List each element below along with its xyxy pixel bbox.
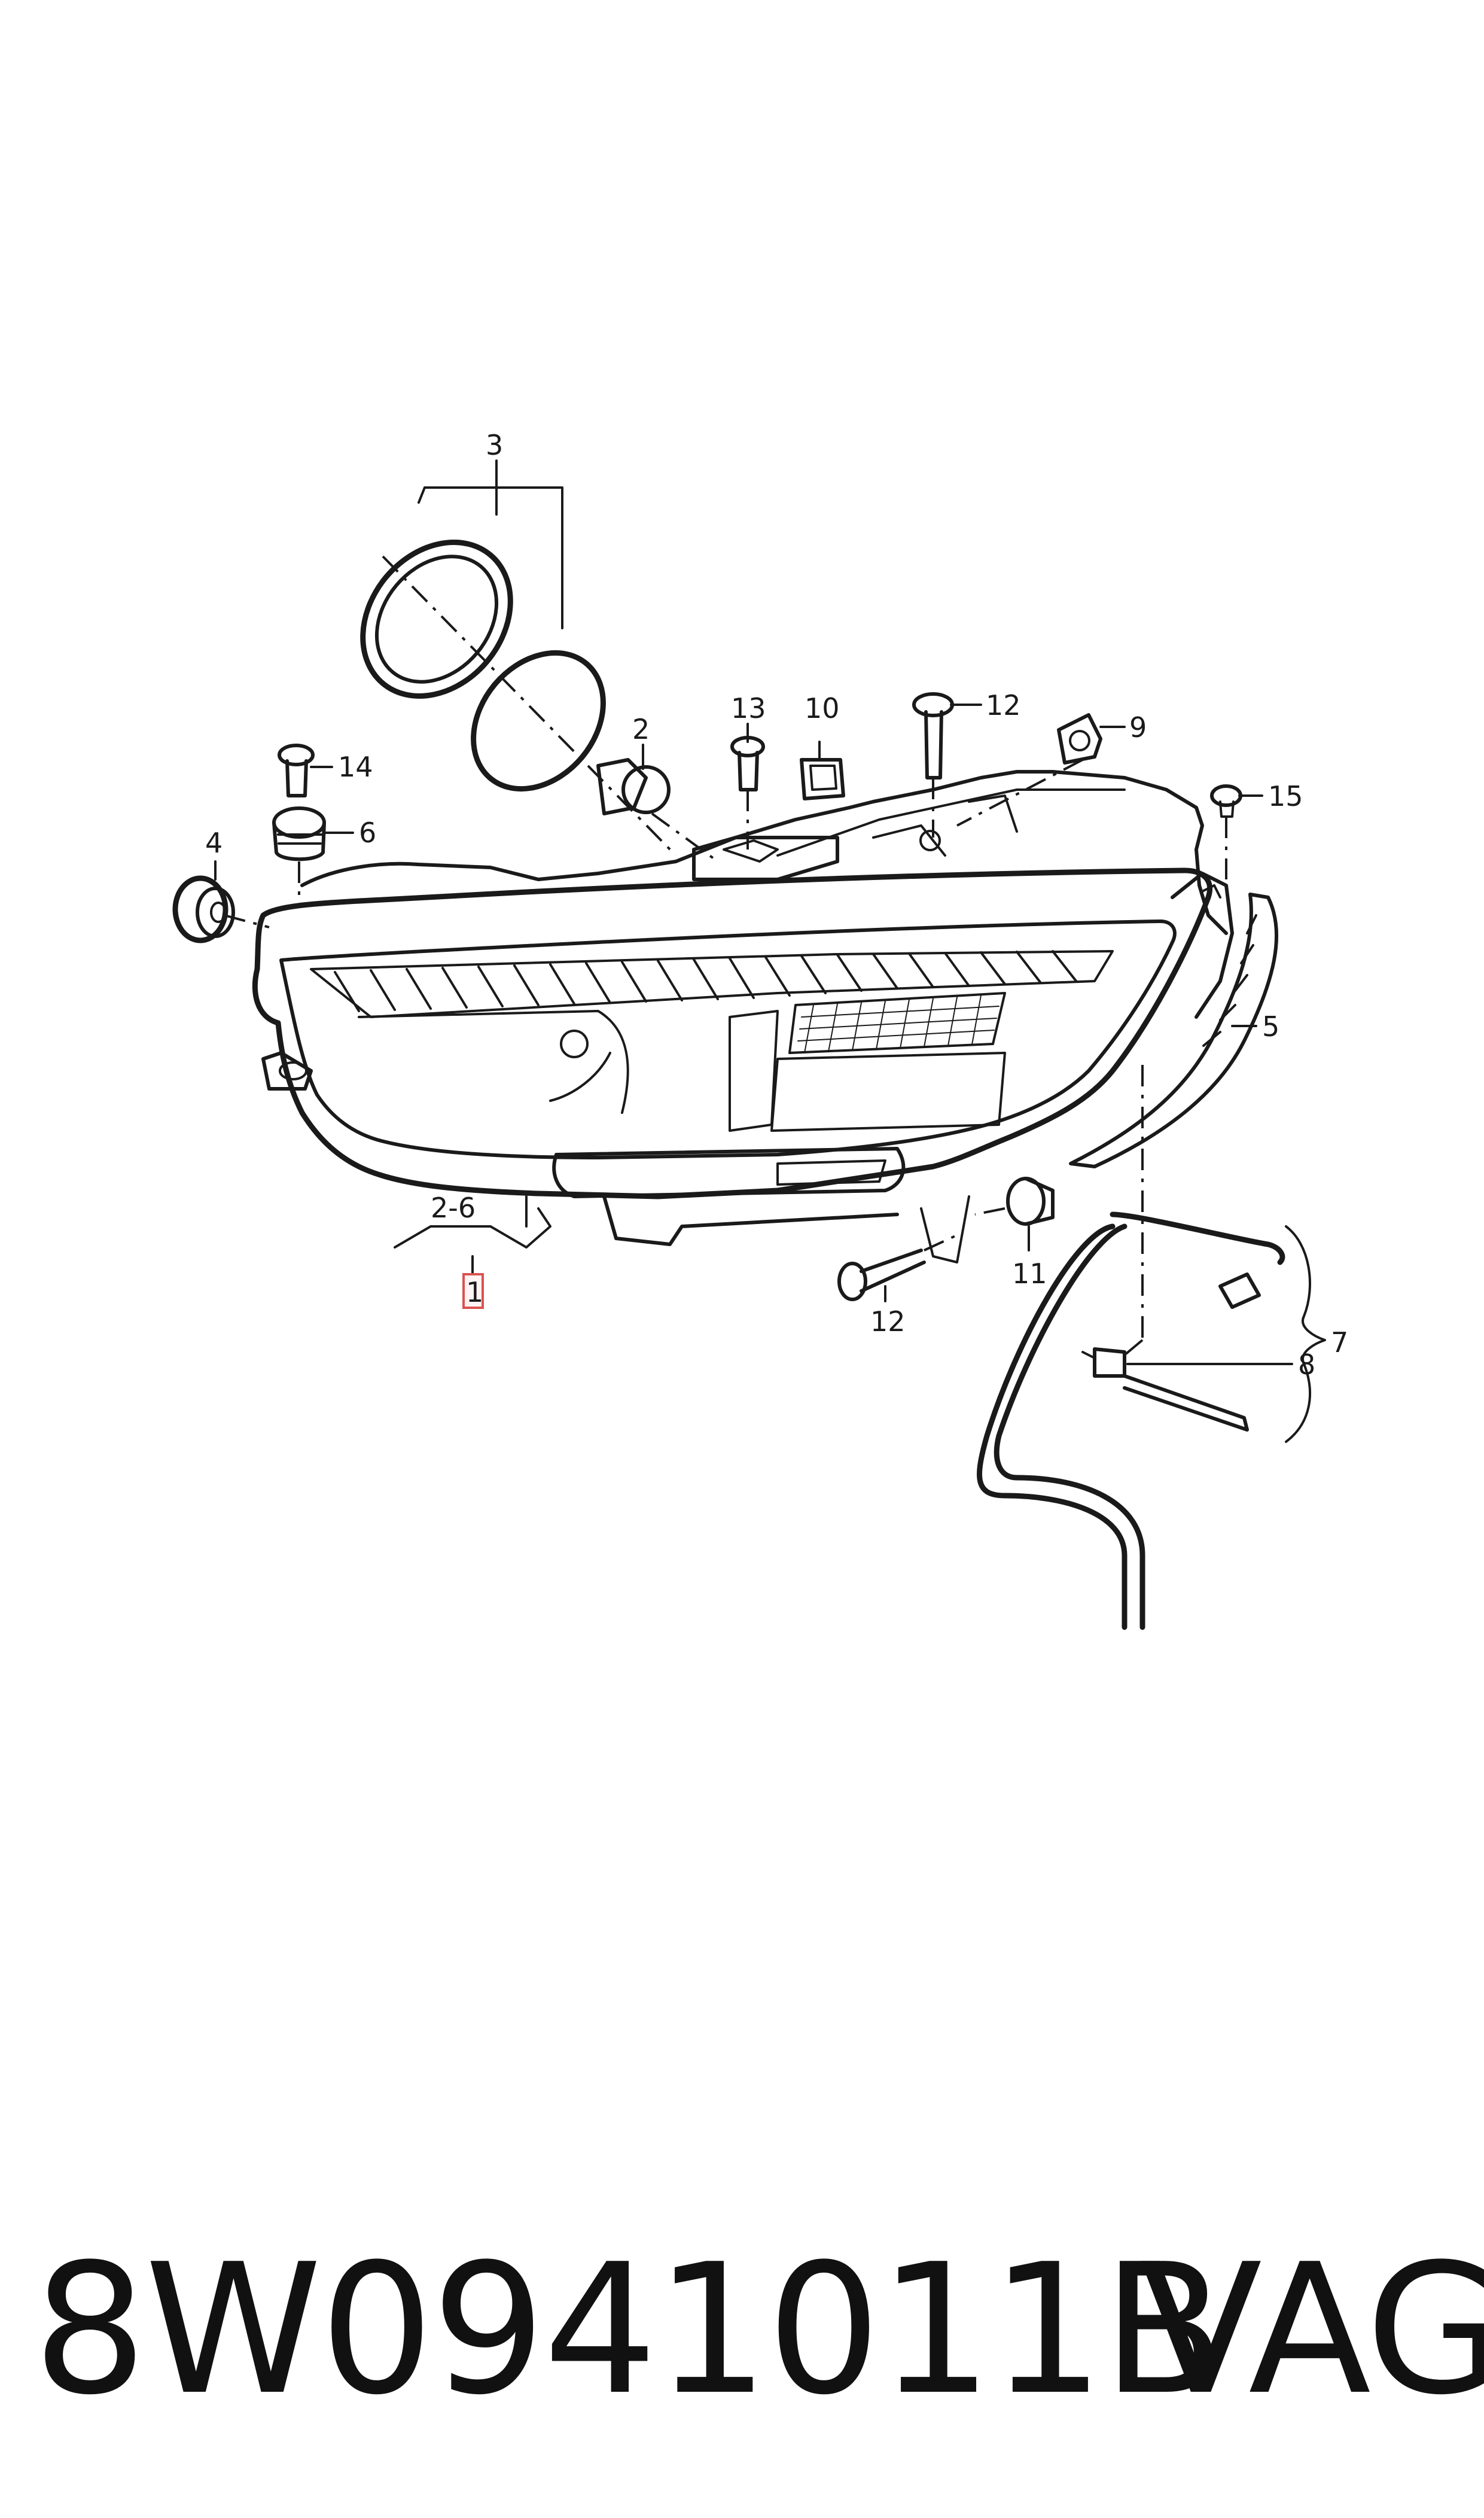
callout-lines: [214, 459, 1326, 1443]
callout-5[interactable]: 5: [1262, 1010, 1279, 1043]
callout-14[interactable]: 14: [338, 751, 373, 783]
clip-nut-10: [800, 758, 845, 800]
screw-14: [278, 744, 315, 797]
vent-hose-7: [977, 1211, 1285, 1630]
leader-lines: [224, 555, 1227, 1356]
callout-8[interactable]: 8: [1298, 1348, 1315, 1381]
callout-labels: 3 2 13 10 12 9 15 14 6 4 5 11 12 7 8 2-6…: [205, 429, 1348, 1381]
callout-7[interactable]: 7: [1331, 1326, 1348, 1359]
grommet-11: [1006, 1177, 1055, 1226]
projector-mesh: [729, 992, 1006, 1132]
screw-13: [730, 736, 765, 791]
callout-10[interactable]: 10: [805, 692, 840, 724]
callout-12-top[interactable]: 12: [986, 689, 1021, 721]
adjuster-6: [272, 806, 326, 861]
callout-1-highlight: [462, 1273, 484, 1309]
callout-6[interactable]: 6: [359, 817, 376, 849]
cable-tie-8: [1081, 1347, 1249, 1432]
screw-12-bottom: [837, 1249, 926, 1301]
callout-11[interactable]: 11: [1012, 1258, 1047, 1290]
callout-9[interactable]: 9: [1129, 711, 1147, 744]
clip-9: [1057, 713, 1102, 765]
callout-13[interactable]: 13: [731, 692, 766, 724]
part-number: 8W0941011B: [33, 2225, 1225, 2434]
callout-1[interactable]: 1: [466, 1276, 483, 1308]
grommet-4: [172, 875, 235, 943]
callout-2[interactable]: 2: [632, 713, 650, 745]
callout-2-6[interactable]: 2-6: [431, 1192, 476, 1224]
brand-label: VAG: [1139, 2225, 1484, 2434]
cap-cover-3: [360, 540, 606, 792]
callout-3[interactable]: 3: [486, 429, 503, 461]
screw-12-top: [912, 692, 954, 780]
screw-15: [1210, 784, 1242, 818]
headlight-assembly: [252, 770, 1234, 1263]
callout-12-bottom[interactable]: 12: [870, 1305, 906, 1338]
callout-15[interactable]: 15: [1268, 780, 1303, 812]
trim-strip-5: [1069, 893, 1279, 1168]
callout-4[interactable]: 4: [205, 827, 223, 859]
bulb-2: [596, 758, 671, 815]
